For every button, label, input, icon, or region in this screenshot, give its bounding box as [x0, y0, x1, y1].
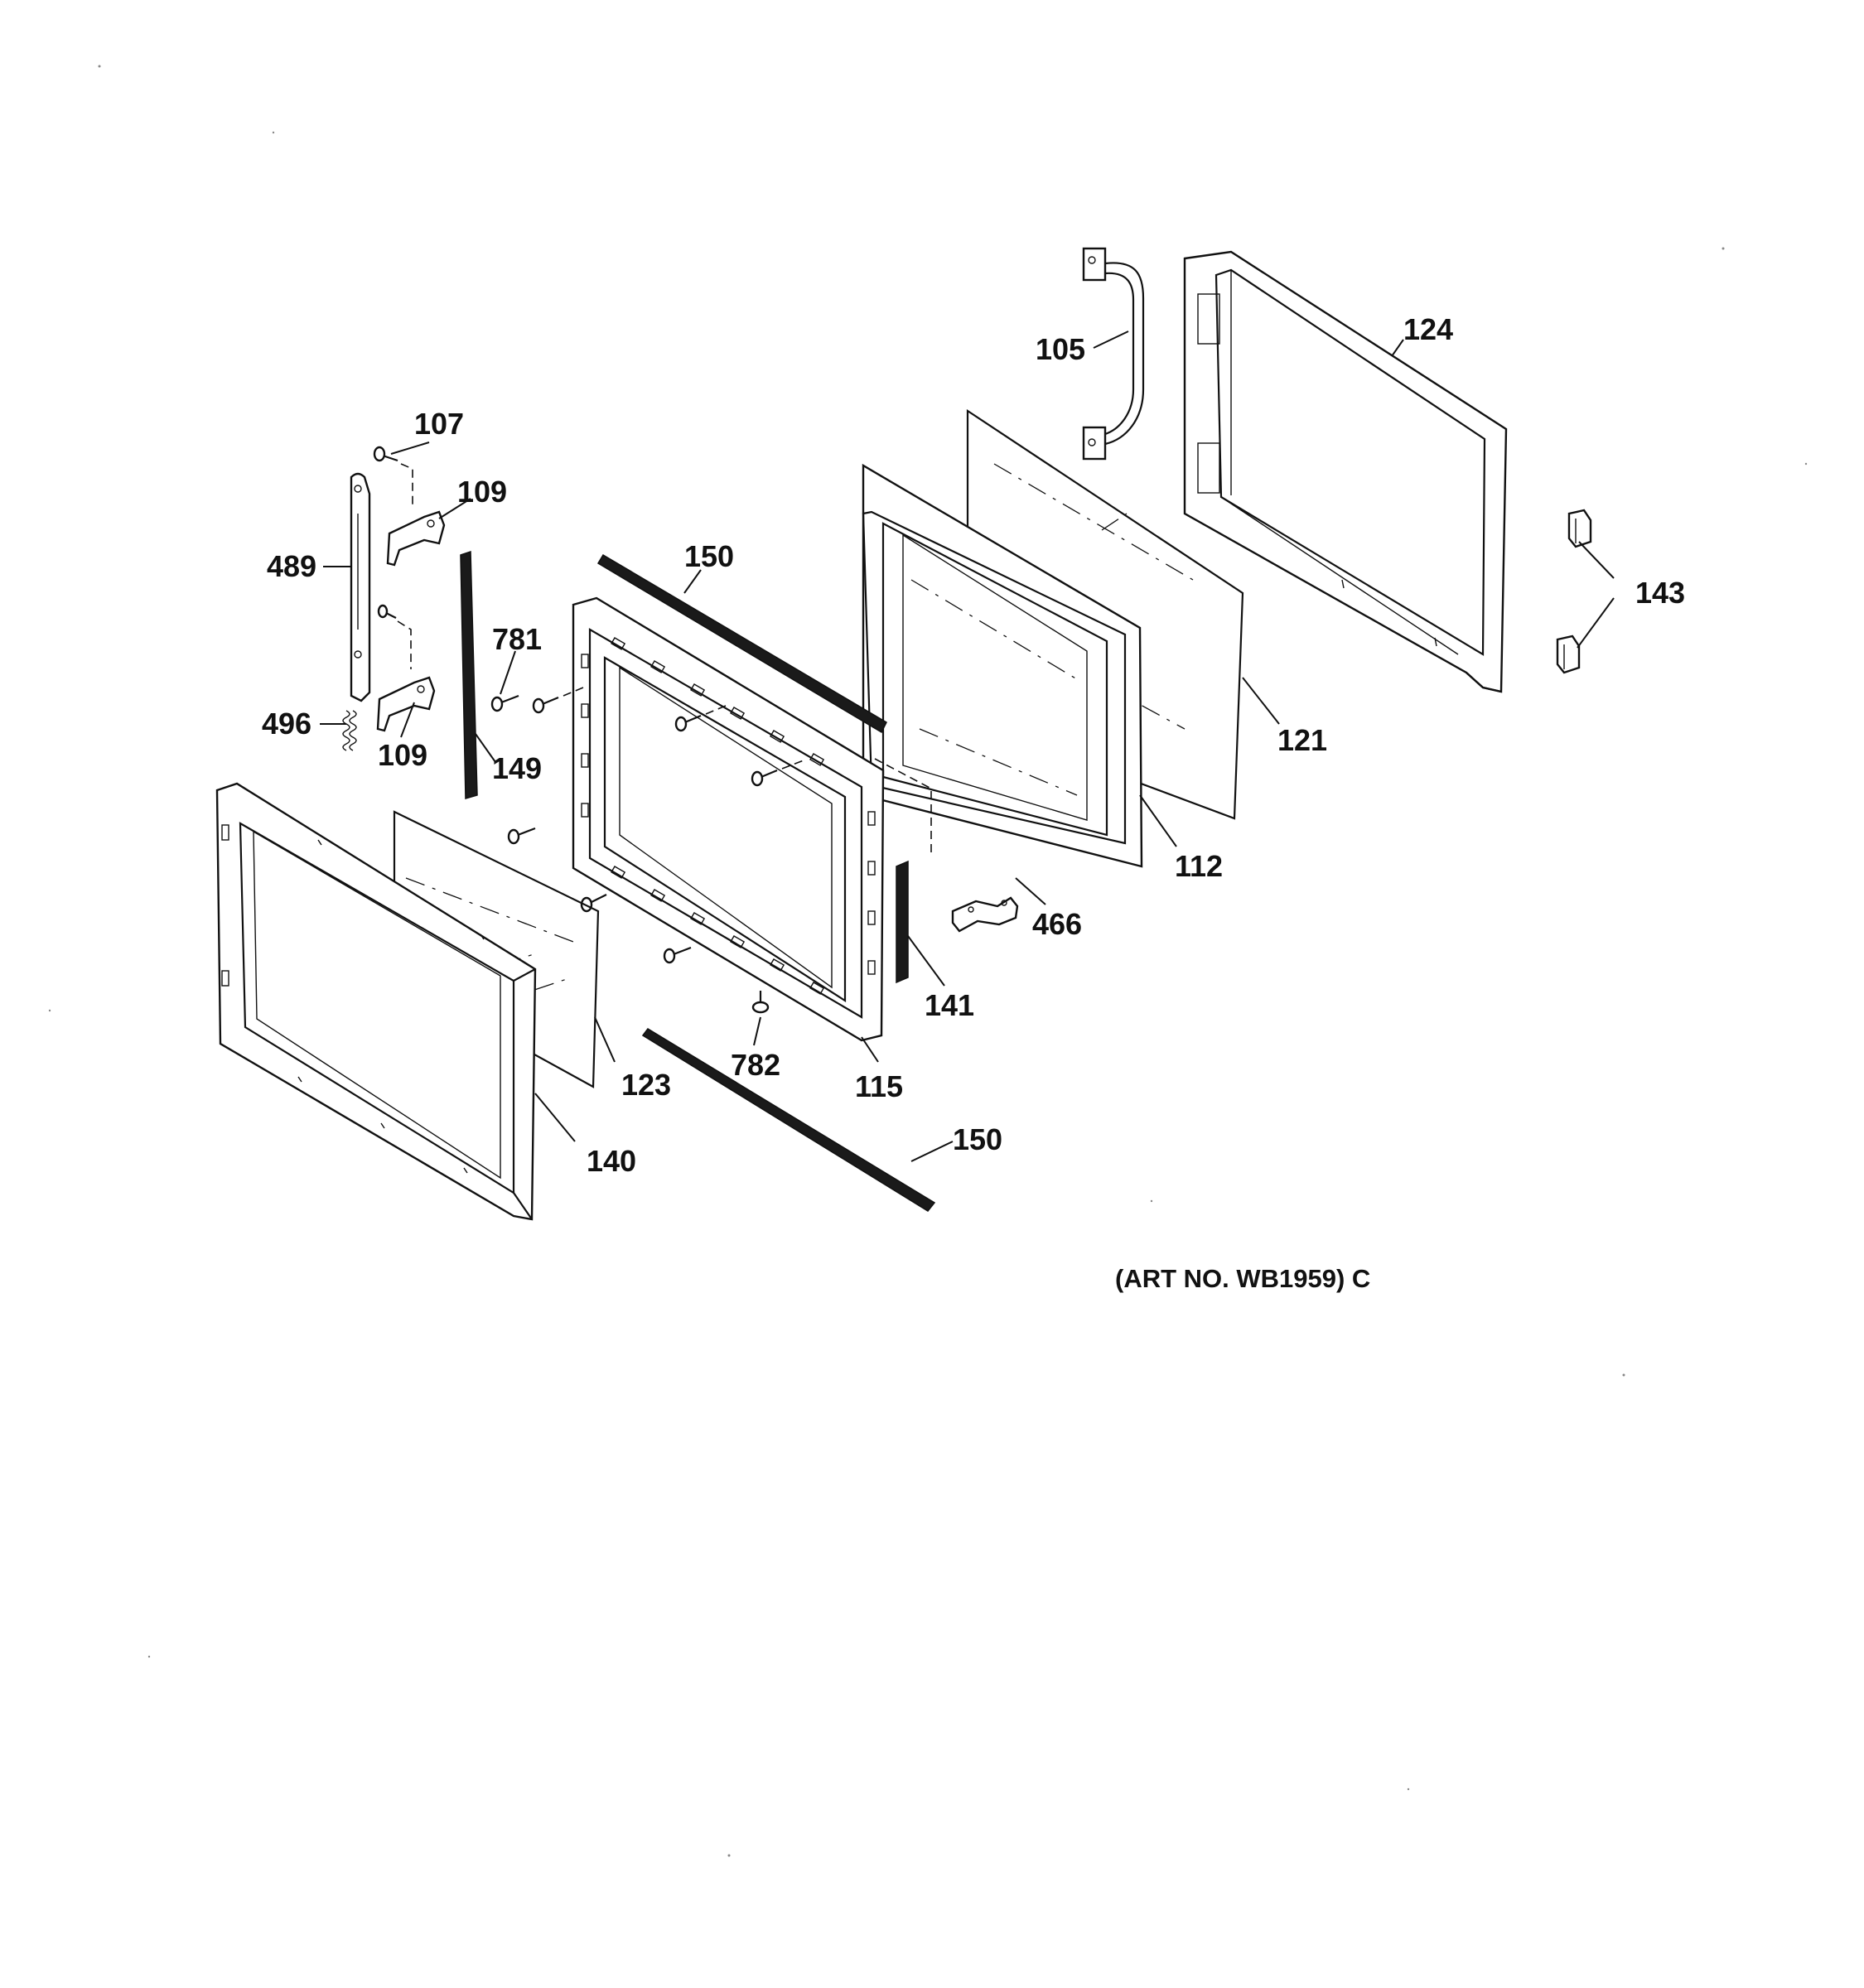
- label-150-top: 150: [684, 539, 734, 573]
- part-109-hinge-bracket-top: [386, 510, 446, 567]
- label-109-top: 109: [457, 475, 507, 509]
- label-107: 107: [414, 407, 464, 441]
- part-141-side-gasket: [896, 860, 909, 984]
- leader-lines: [320, 331, 1615, 1162]
- label-109-bottom: 109: [378, 738, 427, 772]
- label-123: 123: [621, 1068, 671, 1102]
- label-782: 782: [731, 1048, 780, 1082]
- part-466-bracket: [951, 896, 1019, 933]
- part-140-front-door-frame: [215, 782, 537, 1221]
- label-781: 781: [492, 622, 542, 656]
- part-112-door-liner: [862, 463, 1143, 868]
- label-496: 496: [262, 707, 311, 741]
- frame-tabs-top: [611, 637, 825, 766]
- label-124: 124: [1403, 312, 1453, 346]
- frame-tabs-left: [581, 654, 589, 818]
- label-141: 141: [925, 988, 974, 1022]
- part-149-side-gasket: [460, 550, 478, 799]
- art-number-note: (ART NO. WB1959) C: [1115, 1264, 1370, 1293]
- part-labels: 105 107 109 489 496 109 149 781 150 124 …: [262, 312, 1685, 1178]
- part-782-screw: [751, 991, 770, 1014]
- part-150-top-gasket: [596, 553, 887, 734]
- label-121: 121: [1277, 723, 1327, 757]
- part-124-outer-door-panel: [1183, 250, 1508, 693]
- part-105-door-handle: [1082, 247, 1145, 461]
- label-143: 143: [1635, 576, 1685, 610]
- part-107-screw: [373, 446, 413, 507]
- label-140: 140: [587, 1144, 636, 1178]
- label-105: 105: [1036, 332, 1085, 366]
- part-781-screws: [490, 687, 804, 964]
- label-466: 466: [1032, 907, 1082, 941]
- background-specks: [48, 65, 1808, 1857]
- label-112: 112: [1175, 849, 1223, 883]
- part-143-clips: [1556, 509, 1592, 674]
- frame-tabs-right: [867, 811, 876, 975]
- label-150-bottom: 150: [953, 1122, 1002, 1156]
- part-115-inner-door-frame: [572, 596, 885, 1042]
- label-115: 115: [855, 1069, 903, 1103]
- part-109-hinge-bracket-bottom: [376, 604, 436, 732]
- guide-line-466: [874, 758, 932, 855]
- part-489-hinge-arm: [350, 472, 371, 702]
- part-150-bottom-gasket: [641, 1028, 936, 1212]
- part-496-spring: [342, 710, 357, 751]
- label-149: 149: [492, 751, 542, 785]
- frame-tabs-bottom: [611, 866, 825, 995]
- label-489: 489: [267, 549, 316, 583]
